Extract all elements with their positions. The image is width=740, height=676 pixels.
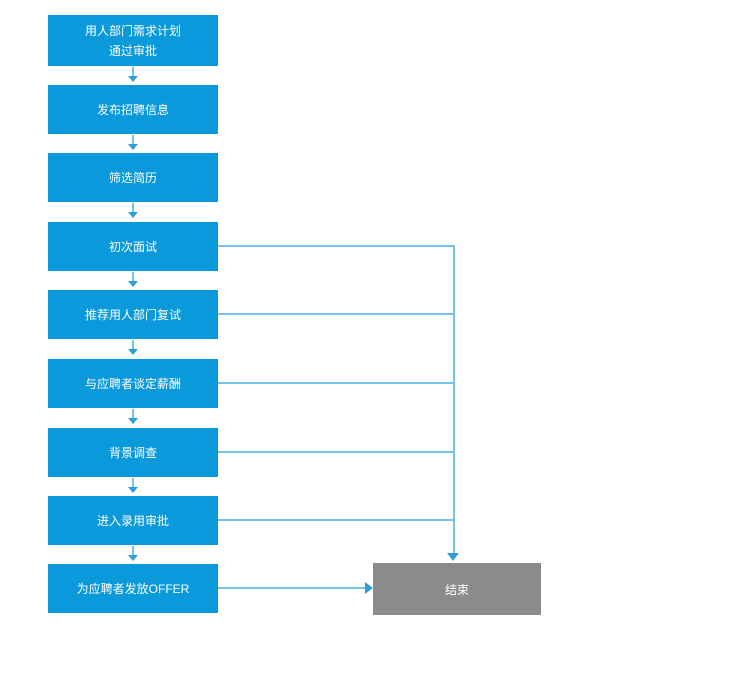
connector-line-salary-to-merge xyxy=(218,382,455,384)
connector-line-reinterview-to-merge xyxy=(218,313,455,315)
arrow-head xyxy=(128,281,138,287)
down-arrow-icon xyxy=(127,478,139,494)
flow-step-negotiate-salary: 与应聘者谈定薪酬 xyxy=(48,359,218,408)
arrow-stem xyxy=(132,272,134,282)
connector-line-first-interview-to-merge xyxy=(218,245,455,247)
connector-line-background-to-merge xyxy=(218,451,455,453)
arrow-stem xyxy=(132,546,134,556)
arrow-stem xyxy=(132,67,134,77)
flow-step-background-check: 背景调查 xyxy=(48,428,218,477)
arrow-stem xyxy=(132,203,134,213)
arrow-head xyxy=(128,555,138,561)
connector-line-approval-to-merge xyxy=(218,519,455,521)
flow-step-publish-job-info: 发布招聘信息 xyxy=(48,85,218,134)
down-arrow-icon xyxy=(127,135,139,151)
arrow-head xyxy=(128,212,138,218)
flow-step-requirement-approval: 用人部门需求计划 通过审批 xyxy=(48,15,218,66)
flow-step-hiring-approval: 进入录用审批 xyxy=(48,496,218,545)
down-arrowhead-icon xyxy=(447,553,459,561)
connector-line-offer-to-end xyxy=(218,587,366,589)
arrow-stem xyxy=(132,135,134,145)
arrow-stem xyxy=(132,340,134,350)
flow-step-send-offer: 为应聘者发放OFFER xyxy=(48,564,218,613)
arrow-head xyxy=(128,76,138,82)
flow-step-screen-resumes: 筛选简历 xyxy=(48,153,218,202)
end-node: 结束 xyxy=(373,563,541,615)
arrow-stem xyxy=(132,409,134,419)
down-arrow-icon xyxy=(127,67,139,83)
arrow-head xyxy=(128,349,138,355)
flow-step-department-reinterview: 推荐用人部门复试 xyxy=(48,290,218,339)
down-arrow-icon xyxy=(127,272,139,288)
right-arrowhead-icon xyxy=(365,582,373,594)
flow-step-first-interview: 初次面试 xyxy=(48,222,218,271)
merge-line-vertical xyxy=(453,245,455,553)
arrow-head xyxy=(128,144,138,150)
arrow-head xyxy=(128,418,138,424)
down-arrow-icon xyxy=(127,203,139,219)
down-arrow-icon xyxy=(127,340,139,356)
arrow-stem xyxy=(132,478,134,488)
down-arrow-icon xyxy=(127,409,139,425)
arrow-head xyxy=(128,487,138,493)
down-arrow-icon xyxy=(127,546,139,562)
